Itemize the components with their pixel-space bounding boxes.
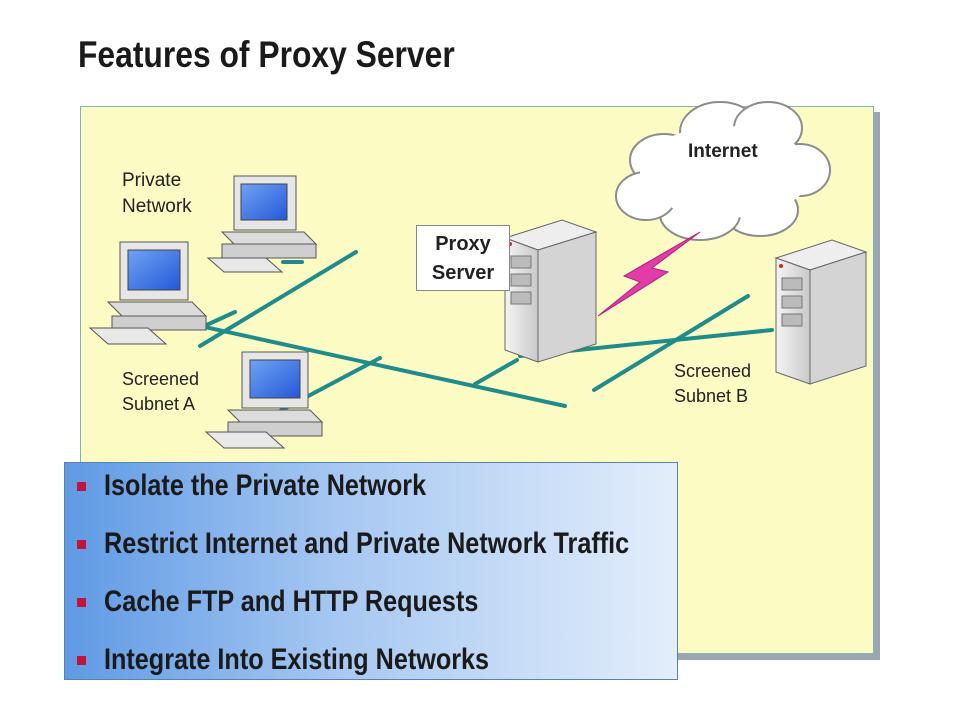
feature-text: Cache FTP and HTTP Requests: [104, 585, 479, 618]
lightning-bolt-icon: [597, 231, 701, 317]
feature-text: Isolate the Private Network: [104, 469, 427, 502]
screened-subnet-a-label: Screened Subnet A: [122, 367, 199, 417]
subnet-b-line: [592, 294, 750, 392]
private-computer-left-icon: [88, 241, 208, 345]
private-network-label-line-1: Private: [122, 170, 182, 191]
private-network-line: [198, 250, 358, 348]
bullet-square-icon: [77, 481, 86, 491]
feature-item: Cache FTP and HTTP Requests: [77, 573, 729, 631]
features-list: Isolate the Private Network Restrict Int…: [77, 463, 729, 689]
proxy-server-label-line-1: Proxy: [435, 233, 491, 255]
bullet-square-icon: [77, 655, 86, 665]
proxy-server-icon: [503, 219, 598, 363]
screened-subnet-b-label-line-1: Screened: [674, 361, 752, 381]
private-computer-top-icon: [206, 175, 318, 273]
proxy-server-label-line-2: Server: [431, 262, 495, 284]
subnet-a-computer-icon: [204, 351, 324, 449]
bullet-square-icon: [77, 539, 86, 549]
screened-subnet-a-label-line-2: Subnet A: [122, 394, 196, 414]
private-network-label: Private Network: [122, 168, 192, 220]
internet-cloud-icon: [615, 101, 831, 241]
subnet-a-backbone: [180, 320, 567, 408]
feature-text: Integrate Into Existing Networks: [104, 643, 490, 676]
features-panel: Isolate the Private Network Restrict Int…: [64, 462, 678, 680]
screened-subnet-b-label: Screened Subnet B: [674, 359, 751, 409]
screened-subnet-a-label-line-1: Screened: [122, 369, 200, 389]
slide-title: Features of Proxy Server: [78, 34, 455, 75]
proxy-server-label: Proxy Server: [416, 225, 510, 291]
feature-item: Isolate the Private Network: [77, 457, 729, 515]
private-network-label-line-2: Network: [122, 196, 192, 217]
proxy-to-subnet-a: [473, 358, 519, 386]
internet-label: Internet: [688, 141, 758, 162]
bullet-square-icon: [77, 597, 86, 607]
feature-item: Restrict Internet and Private Network Tr…: [77, 515, 729, 573]
feature-text: Restrict Internet and Private Network Tr…: [104, 527, 630, 560]
subnet-b-server-icon: [774, 239, 868, 385]
feature-item: Integrate Into Existing Networks: [77, 631, 729, 689]
screened-subnet-b-label-line-2: Subnet B: [674, 386, 749, 406]
